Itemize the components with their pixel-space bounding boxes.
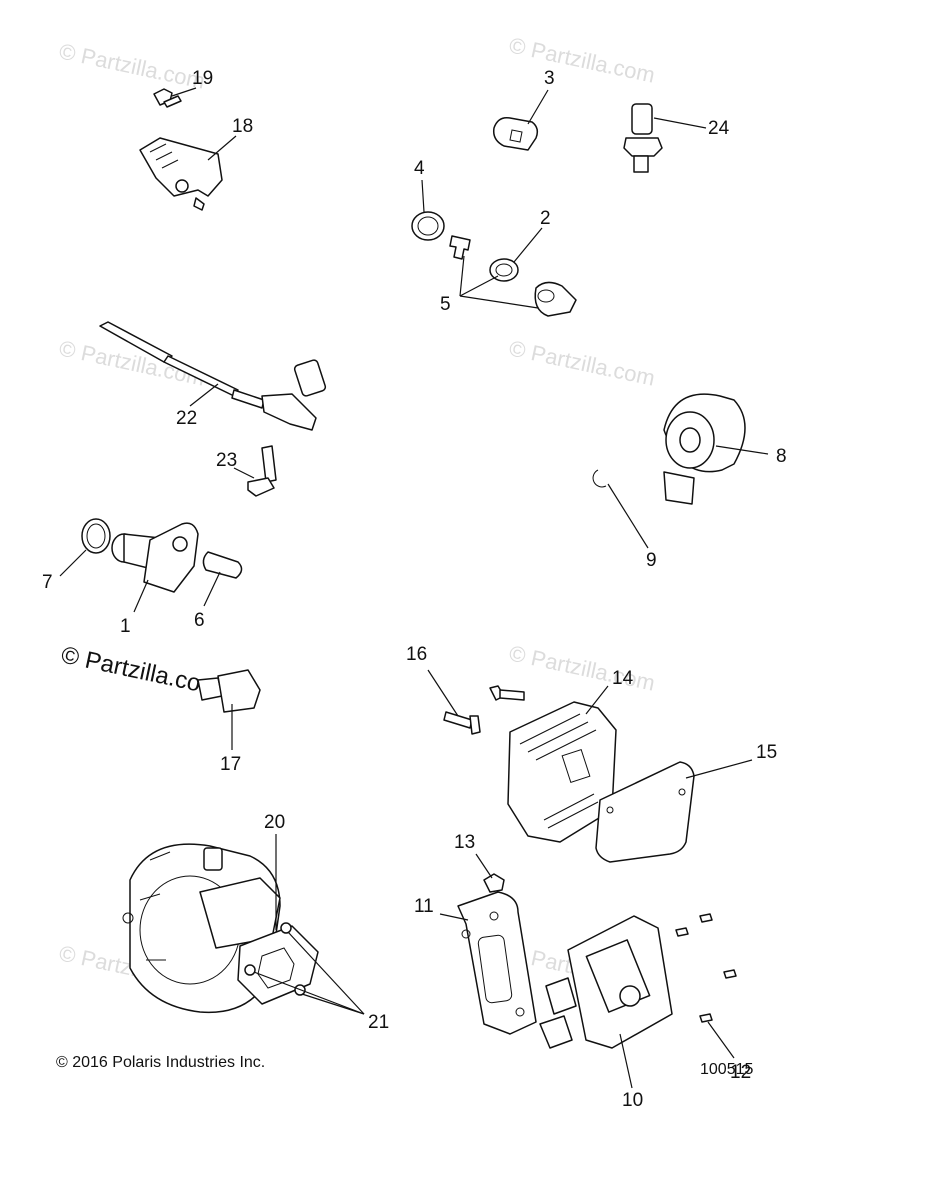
callout-13: 13 [454, 832, 475, 853]
callout-6: 6 [194, 610, 205, 631]
copyright-notice: © 2016 Polaris Industries Inc. [56, 1054, 266, 1071]
part-21-throttle-position-sensor[interactable] [237, 922, 319, 1005]
callout-19: 19 [192, 68, 213, 89]
callout-2: 2 [540, 208, 551, 229]
callout-12: 12 [730, 1062, 751, 1083]
part-19-bolt[interactable] [153, 88, 182, 108]
part-2-washer[interactable] [489, 258, 519, 282]
watermark: © Partzilla.com [507, 335, 657, 390]
callout-16: 16 [406, 644, 427, 665]
part-11-bracket[interactable] [457, 891, 537, 1035]
part-12-screw[interactable] [699, 913, 713, 923]
part-9-clip[interactable] [592, 469, 607, 488]
callout-21: 21 [368, 1012, 389, 1033]
part-12-screw[interactable] [699, 1013, 713, 1023]
callout-17: 17 [220, 754, 241, 775]
part-12-screw[interactable] [675, 927, 689, 937]
callout-20: 20 [264, 812, 285, 833]
callouts: 19 18 3 24 4 2 5 22 23 8 9 7 1 6 17 16 1… [42, 68, 787, 1111]
part-15-gasket[interactable] [595, 761, 695, 863]
watermark: © Partzilla.com [507, 32, 657, 87]
document-number: 100515 [700, 1061, 754, 1078]
watermark: © Partzilla.com [507, 640, 657, 695]
callout-23: 23 [216, 450, 237, 471]
callout-14: 14 [612, 668, 634, 689]
part-3-plug[interactable] [492, 116, 539, 151]
callout-24: 24 [708, 118, 730, 139]
callout-1: 1 [120, 616, 131, 637]
leader-lines [59, 87, 769, 1089]
callout-4: 4 [414, 158, 425, 179]
part-18-map-sensor[interactable] [139, 137, 223, 211]
part-13-bolt[interactable] [483, 873, 505, 893]
part-16-bolt[interactable] [489, 685, 525, 701]
watermark-strong: © Partzilla.com [59, 641, 223, 701]
callout-8: 8 [776, 446, 787, 467]
callout-9: 9 [646, 550, 657, 571]
callout-5: 5 [440, 294, 451, 315]
part-1-cam-sensor[interactable] [111, 522, 199, 593]
callout-11: 11 [414, 896, 434, 917]
part-23-bolt[interactable] [247, 445, 277, 497]
callout-15: 15 [756, 742, 777, 763]
part-5-sensor[interactable] [534, 281, 577, 317]
part-24-pressure-switch[interactable] [623, 103, 663, 173]
watermarks: © Partzilla.com © Partzilla.com © Partzi… [57, 32, 657, 995]
part-4-cap[interactable] [411, 211, 445, 241]
part-16-bolt[interactable] [443, 711, 481, 735]
part-7-o-ring[interactable] [81, 518, 111, 554]
part-17-temp-sensor[interactable] [197, 669, 261, 713]
part-5-clip[interactable] [449, 235, 471, 260]
part-6-pin[interactable] [202, 551, 243, 579]
callout-3: 3 [544, 68, 555, 89]
part-14-ecu-housing[interactable] [507, 701, 617, 843]
part-12-screw[interactable] [723, 969, 737, 979]
part-10-ecu[interactable] [539, 915, 673, 1049]
watermark: © Partzilla.com [57, 38, 207, 93]
callout-18: 18 [232, 116, 253, 137]
part-8-knock-sensor[interactable] [663, 393, 746, 505]
callout-10: 10 [622, 1090, 643, 1111]
callout-7: 7 [42, 572, 53, 593]
callout-22: 22 [176, 408, 197, 429]
part-22-sensor-cable[interactable] [99, 321, 327, 431]
